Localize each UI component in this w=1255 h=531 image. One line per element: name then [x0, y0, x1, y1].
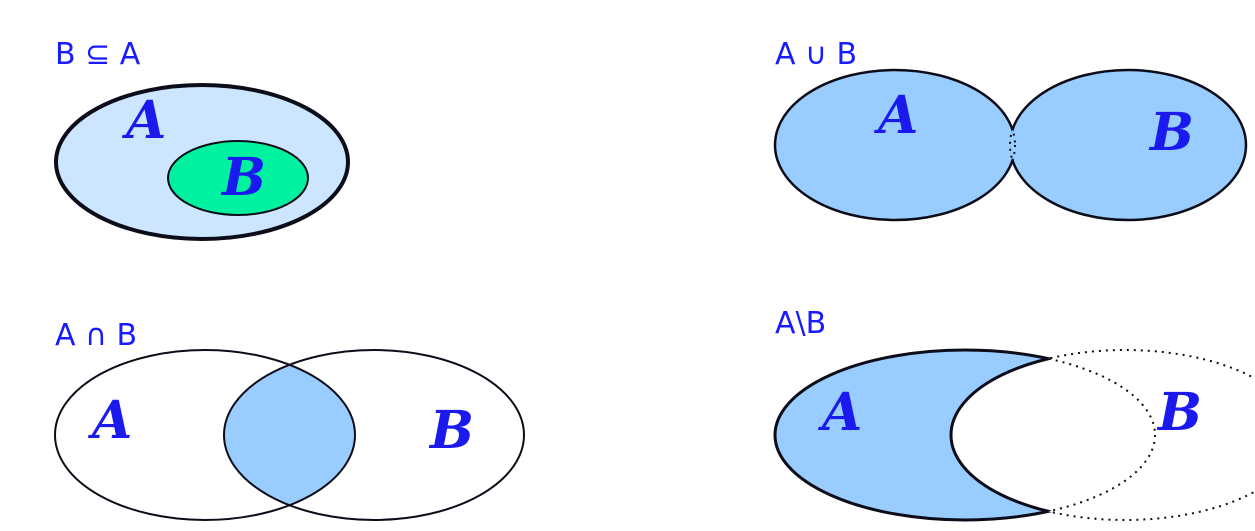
set-b-label: B	[220, 147, 266, 208]
set-b-label: B	[428, 400, 474, 461]
set-a-region	[775, 70, 1015, 220]
set-b-inner-arc	[949, 350, 1155, 520]
intersection-region	[224, 350, 355, 520]
difference-panel: A\B A B	[773, 306, 1255, 522]
set-a-label: A	[87, 390, 132, 451]
set-b-label: B	[1156, 382, 1202, 443]
subset-caption: B ⊆ A	[55, 37, 141, 72]
set-a-label: A	[121, 90, 166, 151]
set-a-inner-boundary	[1010, 70, 1016, 220]
set-b-ellipse	[223, 349, 525, 521]
set-a-dotted-boundary	[951, 350, 1156, 520]
set-b-label: B	[1148, 102, 1194, 163]
difference-caption: A\B	[775, 306, 826, 341]
set-a-label: A	[817, 382, 862, 443]
set-b-region	[1010, 70, 1246, 220]
set-a-ellipse	[54, 349, 356, 521]
set-b-ellipse	[167, 140, 309, 216]
intersection-caption: A ∩ B	[55, 318, 137, 353]
intersection-panel: A ∩ B A B	[54, 318, 525, 521]
union-panel: A ∪ B A B	[773, 37, 1248, 222]
set-a-label: A	[873, 85, 918, 146]
subset-panel: B ⊆ A A B	[54, 37, 350, 241]
union-caption: A ∪ B	[775, 37, 857, 72]
